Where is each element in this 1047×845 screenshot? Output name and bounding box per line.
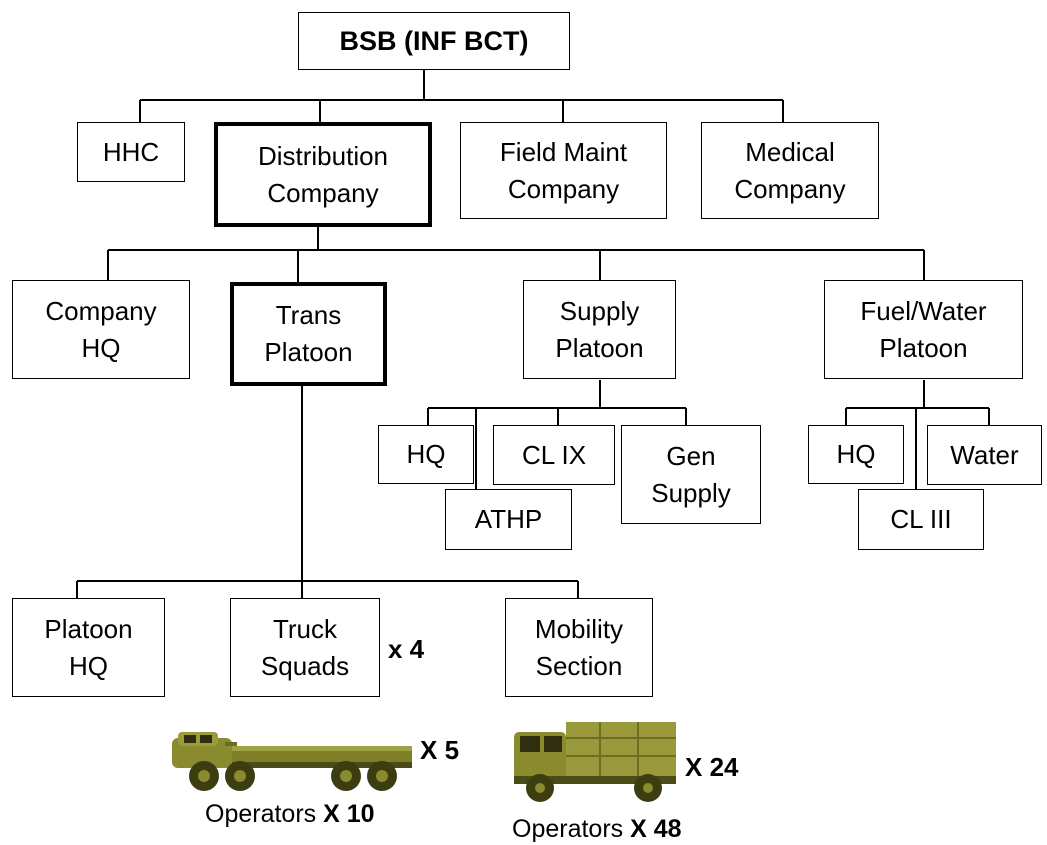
hemtt-operators-count: X 10 xyxy=(323,800,375,828)
trans-platoon-node: Trans Platoon xyxy=(230,282,387,386)
distribution-company-node: Distribution Company xyxy=(214,122,432,227)
supply-platoon-node: Supply Platoon xyxy=(523,280,676,379)
mobility-section-node: Mobility Section xyxy=(505,598,653,697)
field-maint-company-node: Field Maint Company xyxy=(460,122,667,219)
fw-hq-node: HQ xyxy=(808,425,904,484)
hemtt-count: X 5 xyxy=(420,735,460,765)
cl-iii-node: CL III xyxy=(858,489,984,550)
fmtv-operators-label: Operators xyxy=(512,815,624,843)
company-hq-node: Company HQ xyxy=(12,280,190,379)
supply-hq-node: HQ xyxy=(378,425,474,484)
platoon-hq-node: Platoon HQ xyxy=(12,598,165,697)
athp-node: ATHP xyxy=(445,489,572,550)
fuel-water-platoon-node: Fuel/Water Platoon xyxy=(824,280,1023,379)
fmtv-operators-count: X 48 xyxy=(630,815,682,843)
fmtv-operators-caption: Operators X 48 xyxy=(512,815,682,844)
medical-company-node: Medical Company xyxy=(701,122,879,219)
hhc-node: HHC xyxy=(77,122,185,182)
fmtv-count: X 24 xyxy=(685,752,739,782)
bsb-node: BSB (INF BCT) xyxy=(298,12,570,70)
hemtt-truck-icon xyxy=(172,732,412,791)
gen-supply-node: Gen Supply xyxy=(621,425,761,524)
cl-ix-node: CL IX xyxy=(493,425,615,485)
water-node: Water xyxy=(927,425,1042,485)
truck-squads-multiplier: x 4 xyxy=(388,634,425,664)
fmtv-cargo-truck-icon xyxy=(514,722,676,802)
truck-squads-node: Truck Squads xyxy=(230,598,380,697)
hemtt-operators-label: Operators xyxy=(205,800,317,828)
hemtt-operators-caption: Operators X 10 xyxy=(205,800,375,829)
